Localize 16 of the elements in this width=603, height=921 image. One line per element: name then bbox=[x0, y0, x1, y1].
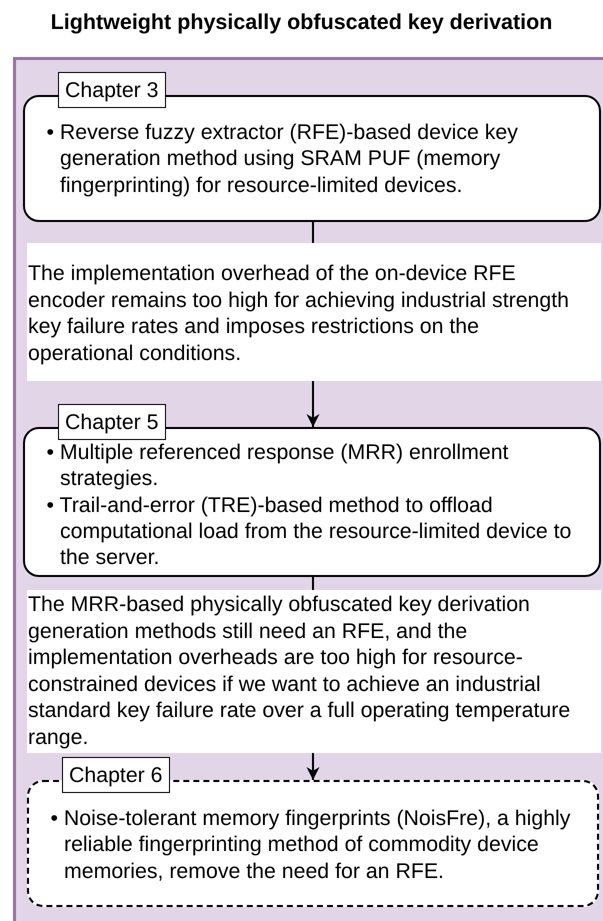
bullet-text: • Trail-and-error (TRE)-based method to offload computational load from the resource-limited device to the server. bbox=[46, 492, 572, 570]
bullet-text: • Reverse fuzzy extractor (RFE)-based device key generation method using SRAM PUF (memory fingerprinting) for resource-limited devices. bbox=[46, 119, 519, 198]
diagram-title: Lightweight physically obfuscated key derivation bbox=[50, 9, 554, 36]
chapter-label: Chapter 6 bbox=[62, 757, 170, 793]
arrow bbox=[306, 381, 320, 427]
connector-line bbox=[312, 222, 314, 243]
bullet-text: • Multiple referenced response (MRR) enrollment strategies. bbox=[46, 439, 510, 492]
background-panel bbox=[13, 57, 603, 921]
connector-line bbox=[312, 577, 314, 590]
bullet-text: • Noise-tolerant memory fingerprints (NoisFre), a highly reliable fingerprinting method of commodity device memories, remove the need for an RFE. bbox=[50, 805, 572, 884]
chapter-label: Chapter 3 bbox=[58, 72, 166, 108]
arrow bbox=[306, 753, 320, 780]
note-text: The implementation overhead of the on-device RFE encoder remains too high for achieving industrial strength key failure rates and imposes restrictions on the operational conditions. bbox=[28, 260, 570, 366]
note-text: The MRR-based physically obfuscated key derivation generation methods still need an RFE, and the implementation overheads are too high for resource-constrained devices if we want to achieve an industrial standard key failure rate over a full operating temperature range. bbox=[28, 591, 572, 751]
note-box bbox=[27, 243, 601, 381]
chapter-label: Chapter 5 bbox=[58, 404, 166, 440]
